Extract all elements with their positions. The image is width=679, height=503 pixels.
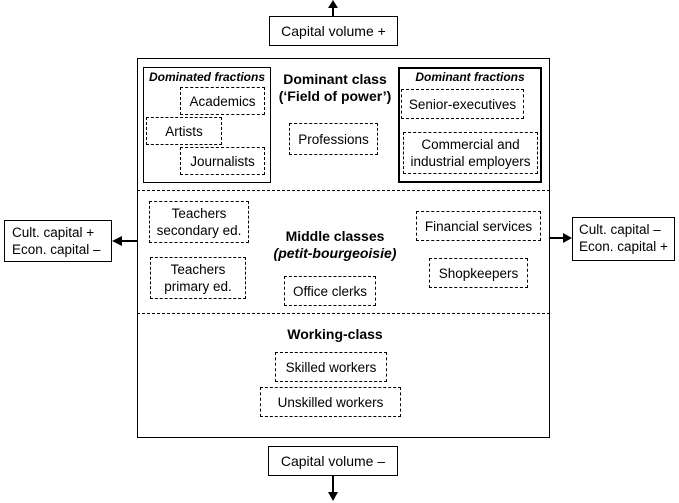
dominant-class-title-line-2: (‘Field of power’) [278,88,392,104]
artists-box: Artists [146,117,222,145]
teachers-secondary-line-1: Teachers [171,206,227,221]
unskilled-workers-box: Unskilled workers [260,387,401,417]
left-capital-label: Cult. capital + Econ. capital – [4,220,112,262]
teachers-primary-box: Teachers primary ed. [150,257,246,299]
academics-box: Academics [180,87,265,115]
shopkeepers-box: Shopkeepers [429,258,528,288]
capital-volume-minus-label: Capital volume – [268,446,398,476]
working-class-title: Working-class [287,326,383,342]
right-capital-label: Cult. capital – Econ. capital + [572,217,675,261]
right-capital-line-2: Econ. capital + [579,239,668,254]
divider-middle-working [137,313,550,314]
skilled-workers-box: Skilled workers [275,352,387,382]
dominant-class-title: Dominant class (‘Field of power’) [272,71,398,105]
dominated-fractions-group [143,67,271,183]
class-space-frame [137,58,550,438]
dominated-fractions-header: Dominated fractions [148,70,265,84]
middle-classes-title: Middle classes (petit-bourgeoisie) [266,228,404,262]
teachers-secondary-box: Teachers secondary ed. [149,201,249,243]
capital-volume-plus-label: Capital volume + [269,16,398,46]
office-clerks-box: Office clerks [284,276,376,306]
commercial-industrial-employers-box: Commercial and industrial employers [403,132,538,174]
middle-classes-title-line-1: Middle classes [285,228,385,244]
dominant-fractions-header: Dominant fractions [415,70,525,84]
senior-executives-box: Senior-executives [401,89,524,119]
journalists-box: Journalists [180,147,265,175]
professions-box: Professions [289,123,378,155]
teachers-secondary-line-2: secondary ed. [156,223,242,238]
right-capital-line-1: Cult. capital – [579,222,661,237]
financial-services-box: Financial services [416,211,541,241]
divider-dominant-middle [137,190,550,191]
middle-classes-title-line-2: (petit-bourgeoisie) [273,245,397,261]
left-capital-line-2: Econ. capital – [12,242,101,257]
left-capital-line-1: Cult. capital + [12,225,95,240]
teachers-primary-line-2: primary ed. [164,279,232,294]
teachers-primary-line-1: Teachers [170,262,226,277]
dominant-fractions-group [398,67,542,183]
dominant-class-title-line-1: Dominant class [283,71,387,87]
